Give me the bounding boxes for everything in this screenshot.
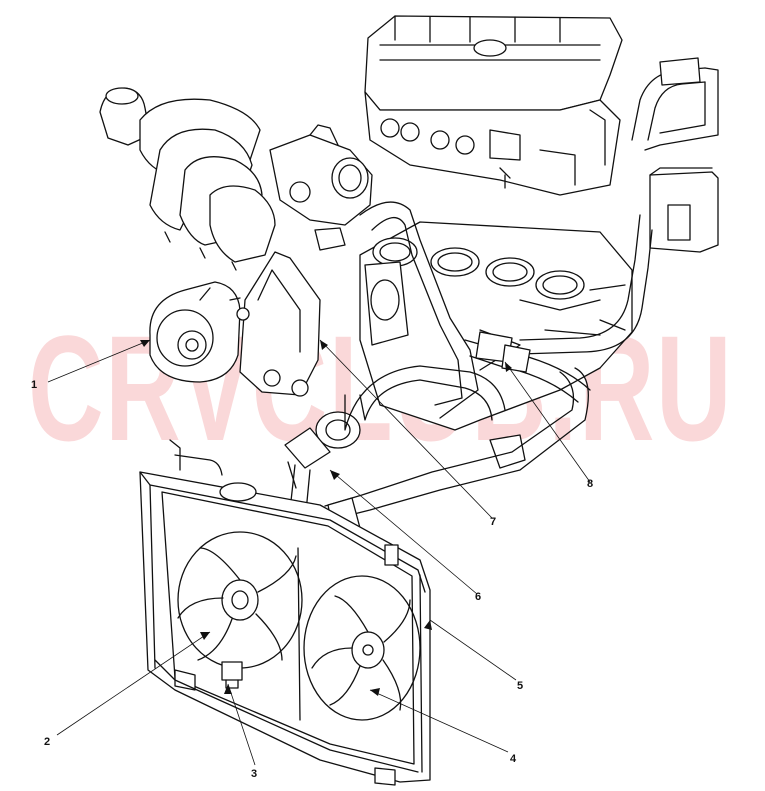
- engine-block: [359, 221, 633, 469]
- callout-5: 5: [517, 680, 523, 692]
- intake-manifold: [99, 87, 373, 271]
- callout-4: 4: [510, 753, 517, 765]
- leader-lines: [47, 339, 591, 766]
- callout-8: 8: [587, 478, 593, 490]
- water-pump: [149, 281, 241, 383]
- callout-3: 3: [251, 768, 257, 780]
- callout-1: 1: [31, 379, 37, 391]
- cylinder-head: [364, 15, 623, 196]
- callout-7: 7: [490, 516, 496, 528]
- thermostat-housing: [236, 251, 321, 397]
- radiator-fan-right: [303, 575, 421, 721]
- radiator: [139, 439, 431, 786]
- callout-6: 6: [475, 591, 481, 603]
- callout-2: 2: [44, 736, 50, 748]
- heater-hose-upper: [519, 57, 719, 355]
- drain-plug: [221, 661, 243, 689]
- thermostat: [284, 411, 361, 489]
